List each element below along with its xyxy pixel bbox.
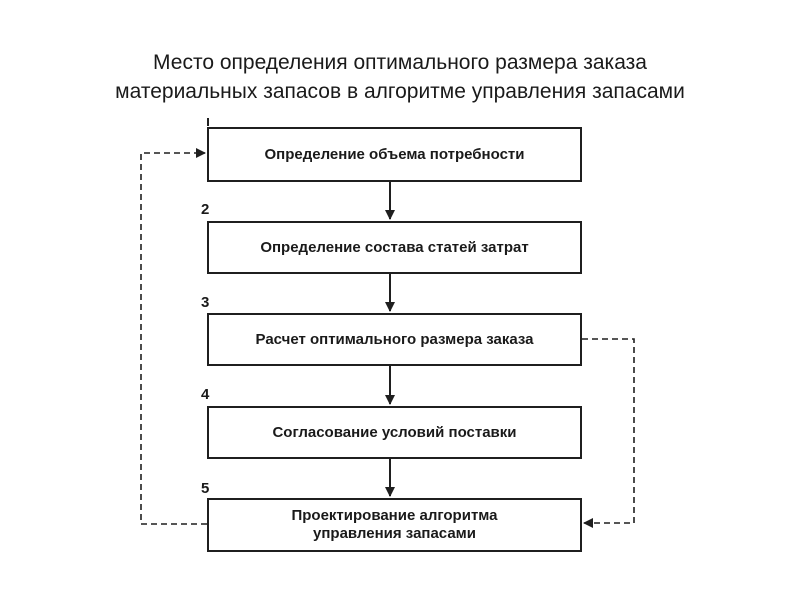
diagram-title: Место определения оптимального размера з…	[0, 48, 800, 106]
dashed-arrow-step3-to-step5	[582, 338, 635, 528]
step-5-box: Проектирование алгоритма управления запа…	[207, 498, 582, 552]
step-3-label: Расчет оптимального размера заказа	[255, 330, 534, 348]
step-2-label: Определение состава статей затрат	[260, 238, 529, 256]
step-4-number: 4	[201, 386, 210, 403]
step-1-box: Определение объема потребности	[207, 127, 582, 182]
step-5-number: 5	[201, 480, 210, 497]
step-3-number: 3	[201, 294, 210, 311]
step-1-label: Определение объема потребности	[264, 145, 525, 163]
title-line-1: Место определения оптимального размера з…	[153, 51, 647, 74]
feedback-arrow-step5-to-step1	[140, 148, 207, 525]
step-5-label-line-1: Проектирование алгоритма	[291, 507, 498, 524]
title-line-2: материальных запасов в алгоритме управле…	[115, 80, 685, 103]
step-5-label-line-2: управления запасами	[313, 525, 476, 542]
step-4-label: Согласование условий поставки	[272, 423, 517, 441]
step-3-box: Расчет оптимального размера заказа	[207, 313, 582, 366]
step-2-number: 2	[201, 201, 210, 218]
step-4-box: Согласование условий поставки	[207, 406, 582, 459]
step-2-box: Определение состава статей затрат	[207, 221, 582, 274]
